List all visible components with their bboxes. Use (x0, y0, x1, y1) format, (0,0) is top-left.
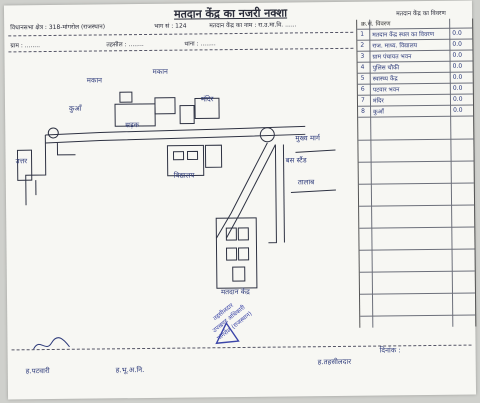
hand-drawn-map (16, 91, 336, 289)
row-1-text: मतदान केंद्र स्थल का विवरण (372, 30, 435, 39)
details-table-header: क्र.सं. विवरण (361, 20, 391, 28)
row-7-value: 0.0 (452, 95, 463, 103)
header-rule (8, 31, 354, 37)
row-8-text: कुआँ (373, 108, 384, 116)
row-6-value: 0.0 (452, 84, 463, 92)
row-7-number: 7 (360, 96, 365, 104)
map-label-north: उत्तर (15, 157, 28, 166)
map-label-road: सड़क (125, 121, 140, 130)
document-sheet: मतदान केंद्र का नजरी नक्शा विधानसभा क्षे… (3, 0, 477, 400)
row-1-number: 1 (360, 30, 365, 38)
footer-date-label: दिनांक : (379, 346, 401, 355)
row-2-value: 0.0 (452, 40, 462, 48)
map-label-main-route: मुख्य मार्ग (295, 134, 320, 143)
row-5-value: 0.0 (452, 73, 463, 81)
tehsil-line: तहसील : ........ (106, 40, 144, 49)
row-7-text: मंदिर (372, 97, 384, 105)
stamp-signature (215, 321, 240, 345)
document-title: मतदान केंद्र का नजरी नक्शा (173, 6, 288, 21)
map-label-pond: तालाब (297, 178, 315, 187)
row-1-value: 0.0 (452, 29, 462, 37)
map-label-house-2: मकान (152, 67, 168, 76)
row-6-text: पटवार भवन (372, 86, 400, 94)
map-label-school: विद्यालय (173, 171, 195, 180)
part-number: भाग सं : 124 (154, 22, 187, 30)
row-5-text: स्वास्थ्य केंद्र (372, 75, 398, 83)
row-8-number: 8 (361, 107, 365, 115)
row-8-value: 0.0 (453, 106, 463, 114)
constituency-line: विधानसभा क्षेत्र : 318-मांगरोल (राजस्थान… (10, 23, 106, 32)
row-5-number: 5 (360, 74, 365, 82)
details-table: क्र.सं. विवरण 1 मतदान केंद्र स्थल का विव… (356, 18, 477, 328)
row-2-text: राज. माध्य. विद्यालय (372, 42, 418, 50)
booth-name-line: मतदान केंद्र का नाम : रा.उ.मा.वि. ...... (209, 21, 297, 30)
village-line: ग्राम : ........ (10, 42, 41, 50)
row-4-value: 0.0 (452, 62, 463, 70)
signature-left (33, 337, 70, 350)
row-3-value: 0.0 (452, 51, 463, 59)
row-3-text: ग्राम पंचायत भवन (372, 53, 412, 61)
footer-mid-sign: ह.भू.अ.नि. (115, 366, 145, 375)
police-station-line: थाना : ........ (184, 40, 216, 48)
map-label-temple: मंदिर (200, 95, 214, 104)
row-4-number: 4 (360, 63, 365, 71)
map-label-bus-stand: बस स्टैंड (285, 156, 307, 165)
footer-left-sign: ह.पटवारी (25, 367, 50, 376)
row-6-number: 6 (360, 85, 365, 93)
row-4-text: पुलिस चौकी (372, 64, 400, 72)
map-label-well: कुआँ (68, 104, 82, 113)
side-table-title: मतदान केंद्र का विवरण (396, 9, 446, 18)
map-label-house-1: मकान (86, 76, 103, 85)
row-3-number: 3 (360, 52, 365, 60)
footer-right-sign: ह.तहसीलदार (317, 357, 352, 367)
row-2-number: 2 (360, 41, 365, 49)
